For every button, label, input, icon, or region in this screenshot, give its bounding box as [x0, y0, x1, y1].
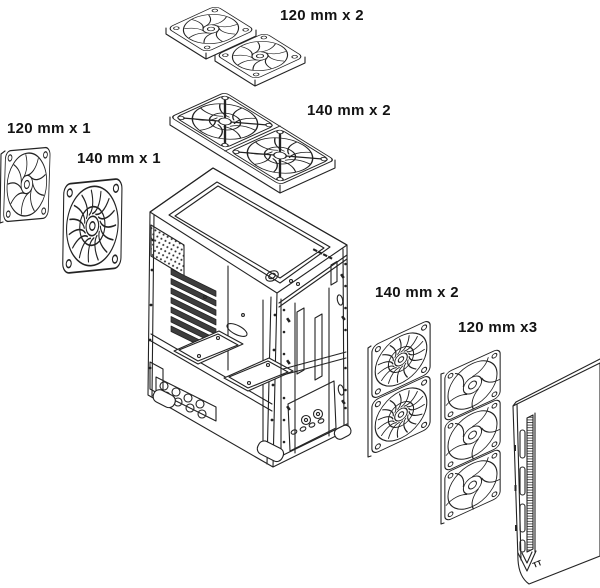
label-left-fan-120mm: 120 mm x 1	[7, 120, 91, 137]
drive-trays	[173, 330, 294, 392]
left-fan-140mm	[63, 178, 122, 273]
cable-cutout	[226, 323, 248, 337]
left-fan-120mm	[0, 147, 50, 224]
case-body	[147, 167, 352, 468]
top-fan-bracket-140mm	[170, 92, 335, 194]
brand-logo-tt: TT	[531, 558, 543, 570]
label-right-fans-120mm: 120 mm x3	[458, 319, 538, 336]
label-top-fans-140mm: 140 mm x 2	[307, 102, 391, 119]
right-fan-stack-120mm	[440, 348, 500, 525]
panel-vent-tip	[517, 550, 537, 572]
case-feet	[152, 389, 352, 463]
top-fan-pair-120mm	[165, 6, 306, 87]
top-window	[168, 181, 331, 284]
label-left-fan-140mm: 140 mm x 1	[77, 150, 161, 167]
power-button	[265, 270, 301, 287]
expansion-slots	[170, 268, 217, 354]
front-fan-rails	[278, 254, 348, 459]
top-io-leds	[312, 248, 333, 260]
psu-bay	[287, 380, 337, 452]
front-panel: TT	[512, 358, 600, 585]
right-fan-stack-140mm	[367, 319, 430, 458]
panel-vent-strip	[526, 414, 534, 553]
label-top-fans-120mm: 120 mm x 2	[280, 7, 364, 24]
label-right-fans-140mm: 140 mm x 2	[375, 284, 459, 301]
panel-vent-slots	[519, 429, 526, 553]
